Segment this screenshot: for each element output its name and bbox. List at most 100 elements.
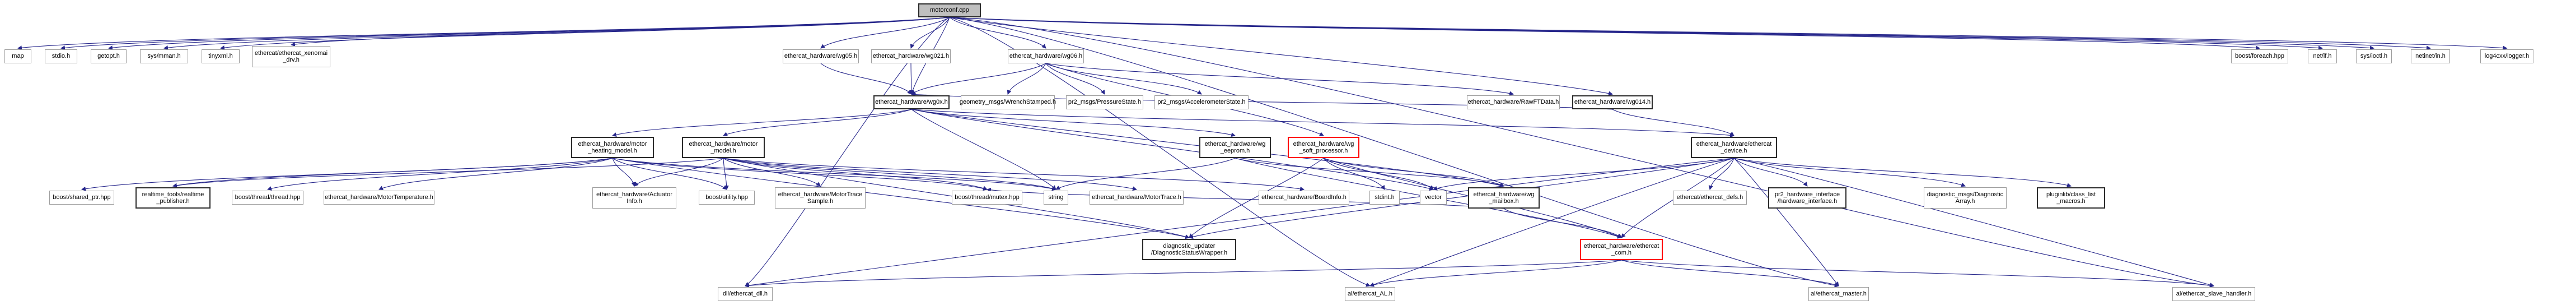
edge-device-master: [1733, 158, 1839, 286]
edge-model-boardinfo: [723, 158, 1305, 191]
edge-heating-utility: [612, 158, 727, 190]
graph-node-wrench[interactable]: geometry_msgs/WrenchStamped.h: [960, 95, 1056, 109]
graph-node-heating[interactable]: ethercat_hardware/motor _heating_model.h: [571, 137, 654, 158]
graph-node-netinet[interactable]: netinet/in.h: [2411, 49, 2450, 63]
graph-node-netif[interactable]: net/if.h: [2308, 49, 2337, 63]
graph-node-wg06[interactable]: ethercat_hardware/wg06.h: [1008, 49, 1084, 63]
edge-heating-mutex: [612, 158, 988, 191]
edge-softproc-diagwrapper: [1189, 158, 1324, 238]
edge-com-dll: [745, 260, 1622, 288]
graph-node-hwiface[interactable]: pr2_hardware_interface /hardware_interfa…: [1768, 187, 1846, 209]
graph-node-model[interactable]: ethercat_hardware/motor _model.h: [682, 137, 765, 158]
edge-com-master: [1621, 260, 1839, 287]
edge-wg0x-device: [911, 109, 1735, 138]
graph-node-map[interactable]: map: [4, 49, 31, 63]
graph-node-realtime[interactable]: realtime_tools/realtime _publisher.h: [135, 187, 211, 209]
edge-root-netif: [949, 17, 2323, 50]
edge-wg06-wrench: [1007, 63, 1046, 95]
graph-node-stdio[interactable]: stdio.h: [45, 49, 77, 63]
edge-model-actinfo: [634, 158, 724, 187]
graph-node-sharedptr[interactable]: boost/shared_ptr.hpp: [49, 191, 114, 205]
edge-root-wg06: [949, 17, 1046, 49]
graph-node-sysmman[interactable]: sys/mman.h: [140, 49, 188, 63]
graph-node-mailbox[interactable]: ethercat_hardware/wg _mailbox.h: [1468, 187, 1540, 209]
edge-heating-actinfo: [612, 158, 636, 187]
graph-node-sysioctl[interactable]: sys/ioctl.h: [2356, 49, 2392, 63]
graph-node-vector[interactable]: vector: [1420, 191, 1447, 205]
edge-wg0x-model: [723, 109, 912, 136]
graph-node-master[interactable]: al/ethercat_master.h: [1808, 287, 1869, 301]
graph-node-motortrace[interactable]: ethercat_hardware/MotorTrace.h: [1090, 191, 1184, 205]
edge-softproc-vector: [1323, 158, 1434, 190]
graph-node-mutex[interactable]: boost/thread/mutex.hpp: [952, 191, 1022, 205]
edge-model-mutex: [723, 158, 988, 191]
edge-wg06-wg0x: [911, 63, 1046, 95]
graph-node-tinyxml[interactable]: tinyxml.h: [202, 49, 240, 63]
edge-root-slave: [949, 17, 2214, 288]
edge-model-string: [723, 158, 1056, 191]
edge-root-al: [949, 17, 1371, 287]
edge-wg06-pressure: [1045, 63, 1105, 95]
graph-node-wg05[interactable]: ethercat_hardware/wg05.h: [783, 49, 859, 63]
edge-root-xenomai: [291, 17, 950, 47]
edge-root-dll: [745, 17, 950, 286]
graph-node-wg0x[interactable]: ethercat_hardware/wg0x.h: [873, 95, 950, 109]
edge-device-diagwrapper: [1189, 158, 1735, 239]
edge-model-utility: [723, 158, 729, 190]
graph-node-actinfo[interactable]: ethercat_hardware/Actuator Info.h: [592, 187, 676, 209]
graph-node-wg014[interactable]: ethercat_hardware/wg014.h: [1572, 95, 1653, 109]
graph-node-boardinfo[interactable]: ethercat_hardware/BoardInfo.h: [1259, 191, 1349, 205]
graph-node-softproc[interactable]: ethercat_hardware/wg _soft_processor.h: [1288, 137, 1359, 158]
graph-node-diagwrapper[interactable]: diagnostic_updater /DiagnosticStatusWrap…: [1142, 239, 1236, 260]
edge-root-wg05: [820, 17, 950, 49]
graph-node-tracesample[interactable]: ethercat_hardware/MotorTrace Sample.h: [775, 187, 866, 209]
graph-node-pressure[interactable]: pr2_msgs/PressureState.h: [1066, 95, 1143, 109]
edge-heating-realtime: [172, 158, 613, 188]
graph-node-com[interactable]: ethercat_hardware/ethercat _com.h: [1580, 239, 1663, 260]
graph-node-eeprom[interactable]: ethercat_hardware/wg _eeprom.h: [1199, 137, 1271, 158]
graph-node-pluginlib[interactable]: pluginlib/class_list _macros.h: [2037, 187, 2105, 209]
graph-node-slave[interactable]: al/ethercat_slave_handler.h: [2172, 287, 2255, 301]
graph-node-utility[interactable]: boost/utility.hpp: [699, 191, 755, 205]
graph-node-al[interactable]: al/ethercat_AL.h: [1345, 287, 1395, 301]
edge-softproc-mailbox: [1323, 158, 1504, 187]
edge-root-tinyxml: [220, 17, 950, 50]
graph-node-diagarray[interactable]: diagnostic_msgs/Diagnostic Array.h: [1924, 187, 2007, 209]
edge-root-wg021: [910, 17, 950, 49]
graph-node-log4cxx[interactable]: log4cxx/logger.h: [2480, 49, 2533, 63]
edge-wg06-accel: [1045, 63, 1202, 95]
graph-node-wg021[interactable]: ethercat_hardware/wg021.h: [871, 49, 951, 63]
edge-mailbox-mutex: [987, 187, 1504, 209]
graph-node-threadhpp[interactable]: boost/thread/thread.hpp: [232, 191, 303, 205]
graph-node-accel[interactable]: pr2_msgs/AccelerometerState.h: [1154, 95, 1249, 109]
edge-eeprom-string: [1055, 158, 1236, 190]
edge-device-defs: [1708, 158, 1735, 190]
edge-root-getopt: [108, 17, 950, 50]
edge-com-slave: [1621, 260, 2214, 288]
graph-root-node: motorconf.cpp: [918, 3, 981, 17]
graph-node-getopt[interactable]: getopt.h: [91, 49, 127, 63]
edge-wg06-rawft: [1045, 63, 1514, 96]
edge-softproc-stdint: [1323, 158, 1385, 190]
graph-node-defs[interactable]: ethercat/ethercat_defs.h: [1673, 191, 1747, 205]
graph-node-string[interactable]: string: [1044, 191, 1068, 205]
graph-node-rawft[interactable]: ethercat_hardware/RawFTData.h: [1467, 95, 1560, 109]
graph-node-foreach[interactable]: boost/foreach.hpp: [2231, 49, 2288, 63]
edge-heating-diagwrapper: [612, 158, 1190, 239]
edge-model-tracesample: [723, 158, 821, 187]
graph-node-motortemp[interactable]: ethercat_hardware/MotorTemperature.h: [324, 191, 434, 205]
graph-node-stdint[interactable]: stdint.h: [1369, 191, 1400, 205]
graph-node-device[interactable]: ethercat_hardware/ethercat _device.h: [1691, 137, 1777, 158]
edge-root-log4cxx: [949, 17, 2508, 50]
edge-device-vector: [1433, 158, 1735, 191]
edge-device-dll: [745, 158, 1735, 288]
edge-wg0x-vector: [911, 109, 1434, 191]
edge-device-diagarray: [1733, 158, 1966, 187]
edge-root-master: [949, 17, 1839, 288]
edge-heating-motortemp: [378, 158, 613, 190]
edge-wg014-device: [1612, 109, 1735, 136]
edge-wg0x-eeprom: [911, 109, 1236, 137]
graph-node-dll[interactable]: dll/ethercat_dll.h: [718, 287, 773, 301]
graph-node-xenomai[interactable]: ethercat/ethercat_xenomai _drv.h: [252, 46, 330, 67]
edge-root-foreach: [949, 17, 2260, 50]
